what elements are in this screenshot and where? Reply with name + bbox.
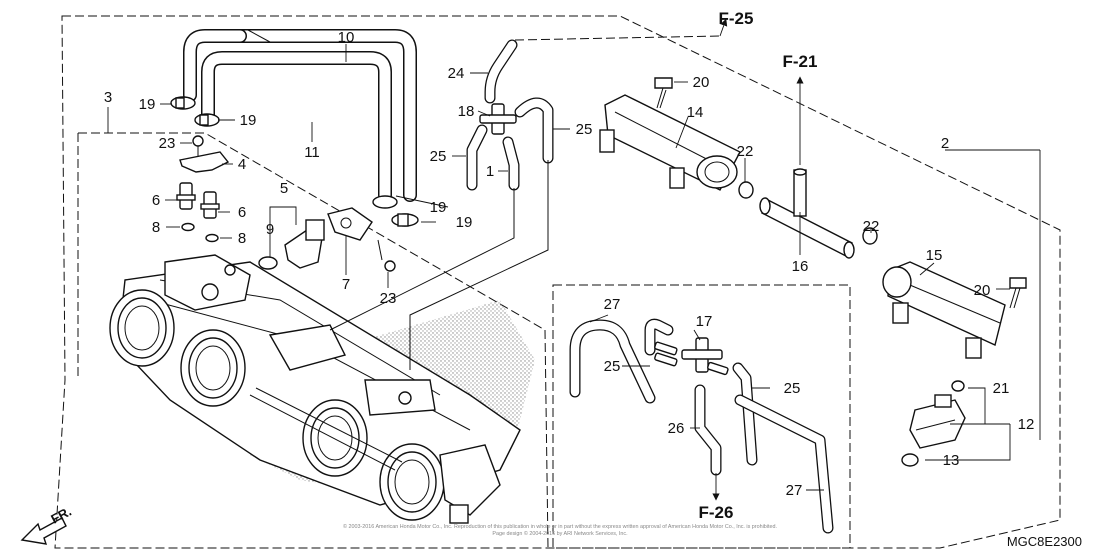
- callout-2: 2: [941, 135, 949, 152]
- screw-23b: [377, 239, 396, 272]
- callout-23a: 23: [159, 135, 176, 152]
- hose-11: [201, 51, 392, 202]
- callout-19c: 19: [430, 199, 447, 216]
- nipple-6a: [176, 182, 196, 210]
- clip-19a: [170, 96, 196, 110]
- o-ring-21: [951, 380, 965, 392]
- o-ring-9: [258, 256, 278, 270]
- callout-25d: 25: [784, 380, 801, 397]
- callout-5: 5: [280, 180, 288, 197]
- o-ring-22b: [862, 227, 878, 245]
- callout-25b: 25: [576, 121, 593, 138]
- plate-7: [327, 207, 373, 241]
- clip-19d: [391, 213, 419, 227]
- callout-19b: 19: [240, 112, 257, 129]
- callout-7: 7: [342, 276, 350, 293]
- callout-23b: 23: [380, 290, 397, 307]
- callout-19d: 19: [456, 214, 473, 231]
- callout-12: 12: [1018, 416, 1035, 433]
- leader-lines: [107, 44, 1041, 491]
- callout-3: 3: [104, 89, 112, 106]
- arrow-f25: [719, 18, 728, 37]
- fuel-tee-16: [759, 168, 855, 259]
- bracket-4: [179, 151, 230, 173]
- seal-13: [901, 453, 919, 467]
- callout-4: 4: [238, 156, 246, 173]
- hose-inset-box: [552, 284, 851, 549]
- ref-f26[interactable]: F-26: [699, 503, 734, 522]
- callouts: 10 11 3 19 19 23 4 5 6 6 9 8 8 7 23 19 1…: [104, 29, 1035, 499]
- clip-19c: [372, 195, 398, 209]
- copyright-line-1: © 2003-2016 American Honda Motor Co., In…: [343, 523, 777, 530]
- callout-20b: 20: [974, 282, 991, 299]
- bore-4: [379, 443, 445, 521]
- callout-10: 10: [338, 29, 355, 46]
- bolt-20a: [654, 77, 673, 109]
- callout-22a: 22: [737, 143, 754, 160]
- joint-18: [479, 103, 517, 135]
- clip-19b: [194, 113, 220, 127]
- callout-26: 26: [668, 420, 685, 437]
- callout-25c: 25: [604, 358, 621, 375]
- fuel-rail-boundary: [514, 35, 721, 41]
- callout-16: 16: [792, 258, 809, 275]
- callout-9: 9: [266, 221, 274, 238]
- throttle-body-assembly: [109, 254, 521, 524]
- callout-1: 1: [486, 163, 494, 180]
- throttle-body-boundary: [78, 132, 549, 549]
- o-ring-8a: [181, 222, 195, 232]
- callout-15: 15: [926, 247, 943, 264]
- callout-21: 21: [993, 380, 1010, 397]
- sensor-5: [284, 219, 325, 269]
- callout-11: 11: [304, 144, 320, 161]
- bore-1: [109, 289, 175, 367]
- copyright-line-2: Page design © 2004-2016 by ARI Network S…: [492, 530, 627, 537]
- fuel-rail-14: [599, 94, 741, 191]
- fuel-rail-15: [882, 261, 1006, 359]
- callout-25a: 25: [430, 148, 447, 165]
- callout-27b: 27: [786, 482, 803, 499]
- bolt-20b: [1009, 277, 1027, 309]
- joint-17: [681, 337, 723, 373]
- nipple-6b: [200, 191, 220, 219]
- ref-f25[interactable]: F-25: [719, 9, 754, 28]
- ref-f21[interactable]: F-21: [783, 52, 818, 71]
- callout-6b: 6: [238, 204, 246, 221]
- callout-13: 13: [943, 452, 960, 469]
- callout-27a: 27: [604, 296, 621, 313]
- bore-2: [180, 329, 246, 407]
- o-ring-22a: [738, 181, 754, 199]
- bore-3: [302, 399, 368, 477]
- o-ring-8b: [205, 233, 219, 243]
- callout-6a: 6: [152, 192, 160, 209]
- front-arrow: FR.: [20, 504, 74, 545]
- tube-pair: [654, 341, 729, 376]
- callout-22b: 22: [863, 218, 880, 235]
- callout-17: 17: [696, 313, 713, 330]
- callout-8b: 8: [238, 230, 246, 247]
- callout-19a: 19: [139, 96, 156, 113]
- callout-14: 14: [687, 104, 704, 121]
- injector-12: [909, 394, 966, 449]
- diagram-code: MGC8E2300: [1007, 534, 1082, 549]
- callout-18: 18: [458, 103, 475, 120]
- callout-20a: 20: [693, 74, 710, 91]
- callout-24: 24: [448, 65, 465, 82]
- assembly-boundary: [54, 15, 1061, 549]
- callout-8a: 8: [152, 219, 160, 236]
